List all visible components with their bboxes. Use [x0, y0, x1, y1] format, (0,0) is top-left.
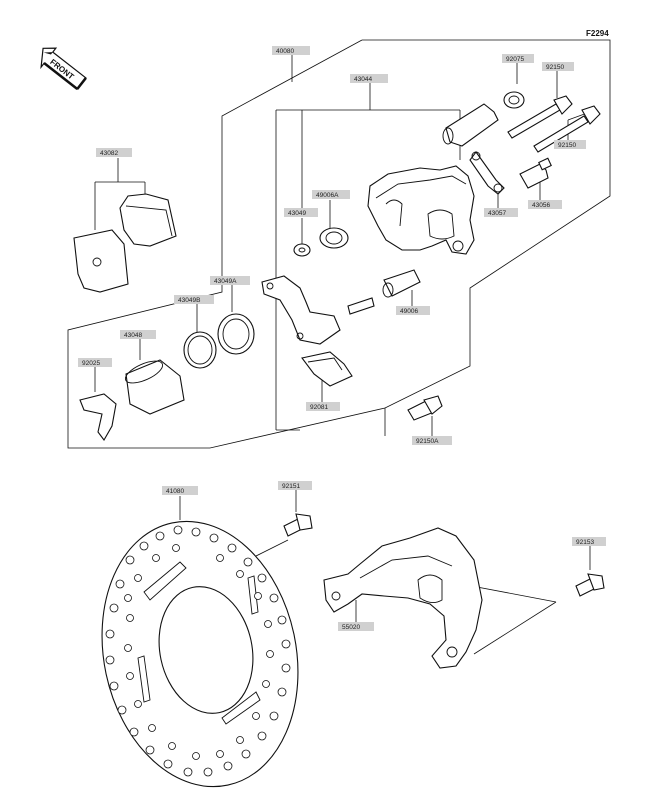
part-label-43044: 43044 [350, 74, 388, 83]
svg-text:49006A: 49006A [316, 192, 339, 199]
svg-text:41080: 41080 [166, 488, 184, 495]
pad-holder [79, 393, 117, 441]
part-label-43056: 43056 [528, 200, 562, 209]
svg-text:43049B: 43049B [178, 297, 200, 304]
svg-text:92150: 92150 [546, 64, 564, 71]
figure-code: F2294 [586, 29, 609, 38]
part-label-49006A: 49006A [312, 190, 350, 199]
part-label-43048: 43048 [120, 330, 156, 339]
part-label-92150-lower: 92150 [554, 140, 586, 149]
brake-pads [73, 193, 177, 293]
part-label-92150-upper: 92150 [542, 62, 574, 71]
caliper-body [367, 165, 475, 255]
caliper-assembly-outline [67, 39, 611, 449]
caliper-bracket [261, 275, 341, 345]
torque-arm [323, 527, 483, 669]
disc-holes [105, 525, 291, 777]
leader-lines [94, 54, 591, 655]
svg-text:43057: 43057 [488, 210, 506, 217]
svg-text:43049A: 43049A [214, 278, 237, 285]
svg-text:55020: 55020 [342, 624, 360, 631]
part-label-92025: 92025 [78, 358, 112, 367]
part-label-40080: 40080 [272, 46, 310, 55]
svg-text:43056: 43056 [532, 202, 550, 209]
svg-text:43082: 43082 [100, 150, 118, 157]
svg-text:92150A: 92150A [416, 438, 439, 445]
pin-boot [442, 103, 499, 147]
brake-disc [101, 520, 299, 788]
svg-text:43048: 43048 [124, 332, 142, 339]
part-label-55020: 55020 [338, 622, 374, 631]
svg-text:43049: 43049 [288, 210, 306, 217]
pad-spring [301, 351, 353, 387]
mounting-bolt [407, 395, 443, 421]
svg-text:92151: 92151 [282, 483, 300, 490]
svg-text:49006: 49006 [400, 308, 418, 315]
bleeder-cap [503, 91, 525, 109]
svg-text:92081: 92081 [310, 404, 328, 411]
piston-rings [183, 313, 255, 369]
bracket-bolt [347, 297, 375, 315]
part-label-43049: 43049 [284, 208, 318, 217]
caliper-subassembly-outline [275, 109, 461, 431]
part-label-43057: 43057 [484, 208, 518, 217]
part-label-92153: 92153 [572, 537, 606, 546]
disc-bolt [283, 513, 313, 537]
part-labels: 40080 43044 92075 92150 92150 43082 4900… [78, 46, 606, 631]
front-arrow-icon: FRONT [40, 47, 87, 90]
svg-text:43044: 43044 [354, 76, 372, 83]
part-label-92081: 92081 [306, 402, 340, 411]
piston-seals [293, 227, 349, 257]
part-label-43049A: 43049A [210, 276, 250, 285]
part-label-43049B: 43049B [174, 295, 214, 304]
part-label-49006: 49006 [396, 306, 430, 315]
bracket-pin [382, 269, 421, 298]
svg-text:92025: 92025 [82, 360, 100, 367]
svg-text:40080: 40080 [276, 48, 294, 55]
caliper-piston [124, 359, 185, 415]
part-label-41080: 41080 [162, 486, 198, 495]
svg-text:92075: 92075 [506, 56, 524, 63]
part-label-43082: 43082 [96, 148, 132, 157]
part-label-92150A: 92150A [412, 436, 452, 445]
brake-link [469, 151, 505, 195]
part-label-92151: 92151 [278, 481, 312, 490]
part-label-92075: 92075 [502, 54, 534, 63]
torque-arm-bolt [575, 573, 605, 597]
svg-text:92150: 92150 [558, 142, 576, 149]
bleeder-valve [519, 157, 552, 189]
svg-text:92153: 92153 [576, 539, 594, 546]
slide-pins [507, 95, 601, 153]
